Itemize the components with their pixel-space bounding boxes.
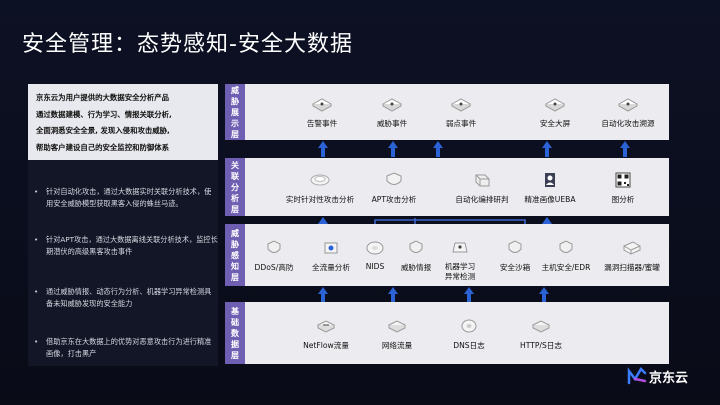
item-vuln-scanner[interactable]: 漏洞扫描器/蜜罐 — [596, 240, 668, 273]
item-apt-analysis[interactable]: APT攻击分析 — [362, 172, 426, 205]
item-ddos[interactable]: DDoS/高防 — [248, 240, 300, 273]
page-title: 安全管理：态势感知-安全大数据 — [22, 32, 353, 57]
profile-icon — [545, 173, 555, 187]
item-security-screen[interactable]: 安全大屏 — [525, 96, 585, 129]
device-icon — [617, 98, 639, 112]
device-icon — [311, 98, 333, 112]
bullet-item: •针对APT攻击，通过大数据离线关联分析技术，监控长期潜伏的高级黑客攻击事件 — [34, 235, 218, 256]
router-icon — [531, 320, 551, 333]
item-ml-anomaly[interactable]: 机器学习 异常检测 — [438, 240, 482, 282]
arrow-up-icon — [388, 287, 398, 303]
device-icon — [450, 98, 472, 112]
arrow-up-icon — [464, 287, 474, 303]
item-auto-orchestration[interactable]: 自动化编排研判 — [442, 172, 522, 205]
bullet-item: •借助京东在大数据上的优势对恶意攻击行为进行精准画像，打击黑产 — [34, 337, 212, 358]
description-panel: 京东云为用户提供的大数据安全分析产品 通过数据建模、行为学习、情报关联分析, 全… — [28, 84, 218, 366]
correlation-analysis-panel — [225, 158, 669, 216]
bullet-item: •通过威胁情报、动态行为分析、机器学习异常检测具备未知威胁发现的安全能力 — [34, 287, 212, 308]
bullet-text: 针对自动化攻击，通过大数据实时关联分析技术，使用安全威胁模型获取黑客入侵的蛛丝马… — [46, 187, 212, 208]
arrow-up-icon — [620, 141, 630, 157]
item-netflow[interactable]: NetFlow流量 — [294, 318, 358, 351]
item-sandbox[interactable]: 安全沙箱 — [490, 240, 540, 273]
band-label-threat-display: 威胁展示层 — [225, 84, 245, 140]
item-realtime-attack-analysis[interactable]: 实时针对性攻击分析 — [272, 172, 368, 205]
arrow-up-icon — [388, 141, 398, 157]
arrow-up-icon — [318, 141, 328, 157]
shield-icon — [409, 240, 423, 253]
shield-icon — [267, 240, 281, 253]
item-threat-events[interactable]: 威胁事件 — [362, 96, 422, 129]
item-graph-analysis[interactable]: 图分析 — [598, 172, 648, 205]
router-icon — [316, 320, 336, 333]
shield-icon — [386, 172, 402, 185]
device-icon — [544, 98, 566, 112]
intro-line: 京东云为用户提供的大数据安全分析产品 — [36, 93, 170, 102]
server-icon — [623, 241, 641, 255]
bullet-text: 借助京东在大数据上的优势对恶意攻击行为进行精准画像，打击黑产 — [46, 337, 212, 358]
arrow-up-icon — [542, 141, 552, 157]
intro-line: 通过数据建模、行为学习、情报关联分析, — [36, 109, 172, 119]
item-nids[interactable]: NIDS — [360, 240, 390, 271]
threat-perception-panel — [225, 224, 669, 286]
item-alert-events[interactable]: 告警事件 — [292, 96, 352, 129]
arrow-up-icon — [433, 141, 443, 157]
item-weakness-events[interactable]: 弱点事件 — [431, 96, 491, 129]
item-full-traffic[interactable]: 全流量分析 — [302, 240, 360, 273]
base-data-panel — [225, 302, 669, 364]
bullet-text: 通过威胁情报、动态行为分析、机器学习异常检测具备未知威胁发现的安全能力 — [46, 287, 212, 308]
jdcloud-logo-icon — [627, 367, 647, 385]
logo-text: 京东云 — [649, 371, 689, 386]
item-auto-attack-trace[interactable]: 自动化攻击溯源 — [588, 96, 668, 129]
disk-icon — [310, 174, 330, 186]
chip-icon — [324, 242, 338, 254]
item-ueba[interactable]: 精准画像UEBA — [516, 172, 584, 205]
band-label-base-data: 基础数据层 — [225, 302, 245, 364]
item-network-traffic[interactable]: 网络流量 — [370, 318, 424, 351]
threat-display-panel — [225, 84, 669, 140]
bullet-item: •针对自动化攻击，通过大数据实时关联分析技术，使用安全威胁模型获取黑客入侵的蛛丝… — [34, 187, 212, 208]
intro-box: 京东云为用户提供的大数据安全分析产品 通过数据建模、行为学习、情报关联分析, 全… — [28, 84, 218, 160]
shield-icon — [559, 240, 573, 253]
robot-icon — [452, 242, 468, 253]
jdcloud-logo: 京东云 — [627, 365, 717, 389]
cube-icon — [475, 174, 490, 187]
item-http-log[interactable]: HTTP/S日志 — [508, 318, 574, 351]
router-icon — [387, 320, 407, 333]
arrow-up-icon — [318, 287, 328, 303]
qrcode-icon — [615, 172, 631, 188]
device-icon — [381, 98, 403, 112]
band-label-correlation: 关联分析层 — [225, 158, 245, 216]
item-threat-intel[interactable]: 威胁情报 — [392, 240, 440, 273]
bullet-text: 针对APT攻击，通过大数据离线关联分析技术，监控长期潜伏的高级黑客攻击事件 — [46, 235, 218, 256]
disk-icon — [366, 241, 384, 255]
item-host-security[interactable]: 主机安全/EDR — [534, 240, 598, 273]
shield-icon — [508, 240, 522, 253]
disk-icon — [461, 319, 477, 333]
band-label-perception: 威胁感知层 — [225, 224, 245, 286]
intro-line: 全面洞悉安全全景, 发现入侵和攻击威胁, — [36, 126, 170, 135]
arrow-up-icon — [539, 287, 549, 303]
intro-line: 帮助客户建设自己的安全监控和防御体系 — [36, 142, 170, 152]
item-dns-log[interactable]: DNS日志 — [442, 318, 496, 351]
